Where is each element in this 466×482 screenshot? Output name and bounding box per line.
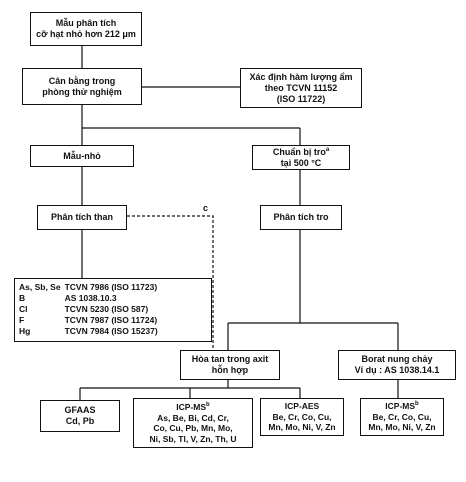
- element-method-row: B AS 1038.10.3: [19, 293, 162, 304]
- connector-dashed: [127, 215, 214, 350]
- dashed-path-label: c: [203, 203, 209, 213]
- element-cell: Cl: [19, 304, 28, 314]
- node-icpms-2: ICP-MSb Be, Cr, Co, Cu, Mn, Mo, Ni, V, Z…: [360, 398, 444, 436]
- node-coal-analysis: Phân tích than: [37, 205, 127, 230]
- node-icpms-1: ICP-MSb As, Be, Bi, Cd, Cr, Co, Cu, Pb, …: [133, 398, 253, 448]
- node-acid-digest: Hòa tan trong axit hỗn hợp: [180, 350, 280, 380]
- node-sample: Mẫu phân tích cỡ hạt nhỏ hơn 212 μm: [30, 12, 142, 46]
- element-cell: Hg: [19, 326, 31, 336]
- element-method-row: F TCVN 7987 (ISO 11724): [19, 315, 162, 326]
- method-cell: TCVN 7987 (ISO 11724): [64, 315, 158, 325]
- node-moisture: Xác định hàm lượng ẩm theo TCVN 11152 (I…: [240, 68, 362, 108]
- node-borate-fusion: Borat nung chảy Ví dụ : AS 1038.14.1: [338, 350, 456, 380]
- node-icpaes: ICP-AES Be, Cr, Co, Cu, Mn, Mo, Ni, V, Z…: [260, 398, 344, 436]
- node-gfaas: GFAAS Cd, Pb: [40, 400, 120, 432]
- element-cell: As, Sb, Se: [19, 282, 61, 292]
- element-cell: F: [19, 315, 25, 325]
- element-method-row: Cl TCVN 5230 (ISO 587): [19, 304, 162, 315]
- element-cell: B: [19, 293, 26, 303]
- method-cell: TCVN 5230 (ISO 587): [64, 304, 149, 314]
- method-cell: AS 1038.10.3: [64, 293, 117, 303]
- method-cell: TCVN 7984 (ISO 15237): [64, 326, 158, 336]
- node-ash-analysis: Phân tích tro: [260, 205, 342, 230]
- node-equilibrate: Cân bằng trong phòng thử nghiệm: [22, 68, 142, 105]
- node-ash-prep: Chuẩn bị troa tại 500 °C: [252, 145, 350, 170]
- node-subsample: Mẫu-nhỏ: [30, 145, 134, 167]
- element-method-row: Hg TCVN 7984 (ISO 15237): [19, 326, 162, 337]
- method-cell: TCVN 7986 (ISO 11723): [64, 282, 158, 292]
